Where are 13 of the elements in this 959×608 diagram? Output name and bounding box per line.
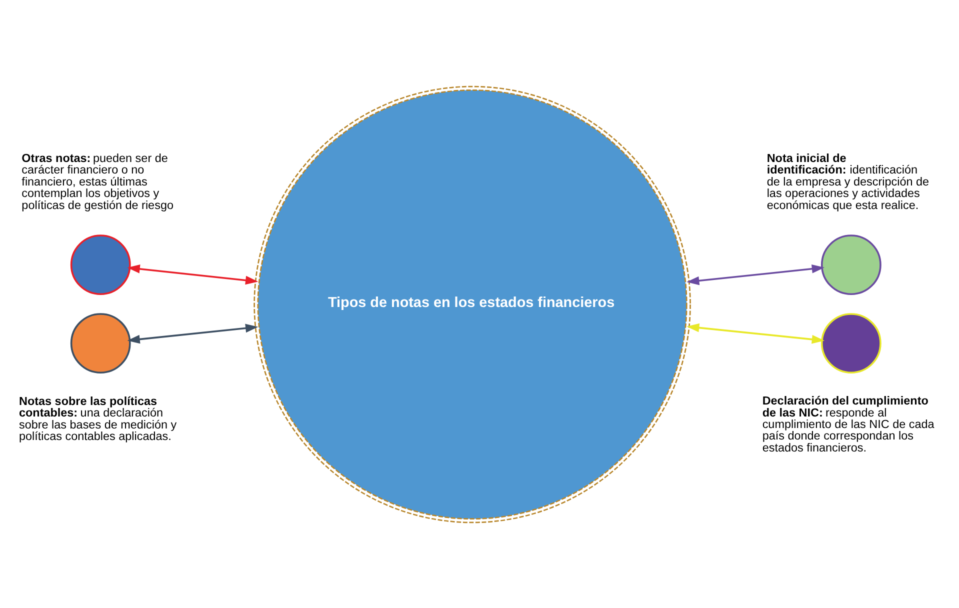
node-circle bbox=[820, 234, 882, 295]
node-label: Notas sobre las políticas contables: una declaración sobre las bases de medición y políticas contables aplicadas. bbox=[18, 394, 177, 443]
node-circle bbox=[820, 312, 882, 373]
node-label: Declaración del cumplimiento de las NIC: responde al cumplimiento de las NIC de cada país donde correspondan los estados financieros. bbox=[762, 394, 934, 454]
arrow bbox=[127, 323, 258, 344]
node-label: Otras notas: pueden ser de carácter financiero o no financiero, estas últimas contemplan los objetivos y políticas de gestión de riesgo bbox=[22, 151, 174, 212]
node-circle bbox=[70, 234, 131, 295]
arrow bbox=[686, 322, 825, 344]
arrow bbox=[686, 264, 825, 285]
node-circle bbox=[70, 312, 131, 373]
node-circle: Tipos de notas en los estados financieros bbox=[254, 85, 691, 523]
arrow bbox=[127, 264, 258, 284]
node-label: Nota inicial de identificación: identificación de la empresa y descripción de las operaciones y actividades económicas que esta realice. bbox=[766, 151, 930, 212]
